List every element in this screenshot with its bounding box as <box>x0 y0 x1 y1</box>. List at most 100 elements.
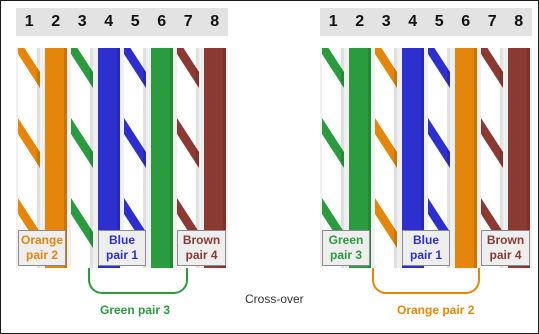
wire-4 <box>97 48 120 268</box>
wire-shade <box>37 48 40 268</box>
wire-shade <box>169 48 173 268</box>
pin-2: 2 <box>51 13 61 30</box>
wire-graphic <box>322 48 344 268</box>
wire-graphic <box>375 48 397 268</box>
wire-8 <box>507 48 530 268</box>
wire-solid-body <box>203 48 226 268</box>
wire-1 <box>322 48 344 268</box>
wire-solid-body <box>348 48 371 268</box>
label-line1: Orange <box>20 233 63 247</box>
pin-4: 4 <box>408 13 418 30</box>
wire-solid-body <box>97 48 120 268</box>
wire-graphic <box>348 48 371 268</box>
label-left-2: Brown pair 4 <box>177 230 226 266</box>
wire-stripe <box>322 48 344 88</box>
crossover-label: Cross-over <box>245 292 304 306</box>
pin-3: 3 <box>77 13 87 30</box>
wire-6 <box>454 48 477 268</box>
wire-shade <box>473 48 477 268</box>
wire-shade <box>63 48 67 268</box>
wire-graphic <box>44 48 67 268</box>
pin-5: 5 <box>434 13 444 30</box>
wire-stripe <box>481 48 503 88</box>
wire-shade <box>90 48 93 268</box>
wire-2 <box>44 48 67 268</box>
wire-graphic <box>71 48 93 268</box>
left-connector: 1 2 3 4 5 6 7 8 Orange pair 2 Blue pair … <box>16 8 228 268</box>
wire-solid-body <box>401 48 424 268</box>
label-left-0: Orange pair 2 <box>18 230 66 266</box>
label-line2: pair 3 <box>329 248 362 262</box>
pin-6: 6 <box>461 13 471 30</box>
wire-shade <box>500 48 503 268</box>
label-right-2: Brown pair 4 <box>481 230 530 266</box>
wire-graphic <box>401 48 424 268</box>
pin-1: 1 <box>24 13 34 30</box>
label-left-1: Blue pair 1 <box>98 230 146 266</box>
wire-graphic <box>97 48 120 268</box>
pin-number-row: 1 2 3 4 5 6 7 8 <box>320 8 532 36</box>
pin-8: 8 <box>514 13 524 30</box>
wire-stripe <box>428 48 450 88</box>
wire-solid-body <box>454 48 477 268</box>
label-line1: Brown <box>486 233 525 247</box>
wire-7 <box>481 48 503 268</box>
wire-solid-body <box>44 48 67 268</box>
wire-stripe <box>428 118 450 168</box>
wire-stripe <box>375 118 397 168</box>
wire-shade <box>447 48 450 268</box>
wire-graphic <box>454 48 477 268</box>
wire-2 <box>348 48 371 268</box>
label-line1: Brown <box>182 233 221 247</box>
label-line1: Blue <box>108 233 135 247</box>
wire-graphic <box>150 48 173 268</box>
label-line2: pair 4 <box>489 248 522 262</box>
wire-7 <box>177 48 199 268</box>
wire-stripe <box>177 118 199 168</box>
wire-graphic <box>481 48 503 268</box>
label-right-1: Blue pair 1 <box>402 230 450 266</box>
wire-shade <box>341 48 344 268</box>
wire-stripe <box>481 118 503 168</box>
label-right-0: Green pair 3 <box>322 230 370 266</box>
wire-3 <box>375 48 397 268</box>
wire-stripe <box>375 198 397 248</box>
wire-6 <box>150 48 173 268</box>
wire-shade <box>222 48 226 268</box>
wire-stripe <box>177 48 199 88</box>
wire-shade <box>196 48 199 268</box>
pin-8: 8 <box>210 13 220 30</box>
wire-stripe <box>71 198 93 248</box>
wire-graphic <box>507 48 530 268</box>
label-line2: pair 4 <box>185 248 218 262</box>
pin-6: 6 <box>157 13 167 30</box>
wire-stripe <box>18 48 40 88</box>
label-line2: pair 1 <box>105 248 138 262</box>
wire-stripe <box>18 118 40 168</box>
wire-shade <box>367 48 371 268</box>
orange-pair-caption: Orange pair 2 <box>397 303 475 317</box>
pin-number-row: 1 2 3 4 5 6 7 8 <box>16 8 228 36</box>
label-line2: pair 2 <box>25 248 58 262</box>
green-pair-caption: Green pair 3 <box>100 303 171 317</box>
wire-stripe <box>124 48 146 88</box>
pin-7: 7 <box>487 13 497 30</box>
pin-5: 5 <box>130 13 140 30</box>
green-pair-bracket <box>88 268 188 294</box>
wire-shade <box>116 48 120 268</box>
pin-3: 3 <box>381 13 391 30</box>
wire-3 <box>71 48 93 268</box>
wire-stripe <box>124 118 146 168</box>
wire-graphic <box>203 48 226 268</box>
pin-4: 4 <box>104 13 114 30</box>
wire-4 <box>401 48 424 268</box>
wire-stripe <box>71 118 93 168</box>
wire-8 <box>203 48 226 268</box>
pin-1: 1 <box>328 13 338 30</box>
wire-stripe <box>375 48 397 88</box>
wire-solid-body <box>507 48 530 268</box>
wire-graphic <box>177 48 199 268</box>
label-line2: pair 1 <box>409 248 442 262</box>
wire-stripe <box>71 48 93 88</box>
wire-shade <box>526 48 530 268</box>
